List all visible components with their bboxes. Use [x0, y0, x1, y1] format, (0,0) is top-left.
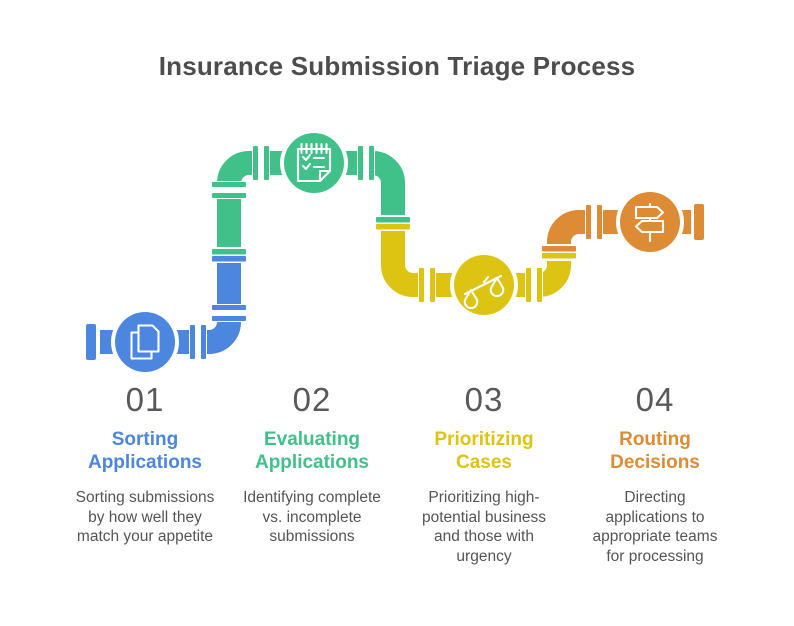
pipe-coupling-green-yellow: [376, 217, 410, 230]
step-number: 04: [635, 381, 675, 418]
step-description: Prioritizing high- potential business an…: [421, 489, 547, 565]
step-column-sorting: 01 Sorting Applications Sorting submissi…: [57, 383, 233, 547]
documents-icon: [130, 324, 160, 360]
pipe-coupling-green-blue: [212, 249, 246, 262]
pipe-joint: [252, 146, 270, 180]
step-number: 01: [125, 381, 165, 418]
step-number: 02: [292, 381, 332, 418]
step-number: 03: [464, 381, 504, 418]
pipe-flange-end: [694, 204, 704, 240]
pipe-joint: [357, 146, 375, 180]
page-title: Insurance Submission Triage Process: [158, 51, 636, 81]
scales-icon: [463, 274, 505, 310]
step-title: Evaluating Applications: [254, 429, 369, 473]
step-title: Prioritizing Cases: [434, 429, 534, 473]
pipe-joint: [525, 268, 543, 302]
step-column-evaluating: 02 Evaluating Applications Identifying c…: [224, 383, 400, 547]
pipe-joint: [189, 325, 207, 359]
pipe-joint: [212, 304, 246, 322]
step-column-routing: 04 Routing Decisions Directing applicati…: [567, 383, 743, 566]
pipe-flange-start: [86, 324, 96, 360]
pipe-joint: [212, 181, 246, 199]
step-description: Identifying complete vs. incomplete subm…: [243, 489, 381, 545]
pipe-joint: [585, 205, 603, 239]
checklist-icon: [296, 142, 332, 183]
signpost-icon: [634, 202, 665, 243]
pipe-coupling-orange-yellow: [542, 246, 576, 259]
step-description: Directing applications to appropriate te…: [592, 489, 718, 565]
pipe-joint: [418, 268, 436, 302]
step-description: Sorting submissions by how well they mat…: [75, 489, 215, 545]
pipe-segment-blue: [100, 263, 241, 354]
step-column-prioritizing: 03 Prioritizing Cases Prioritizing high-…: [396, 383, 572, 566]
step-title: Routing Decisions: [610, 429, 700, 473]
pipe-segment-orange: [547, 210, 691, 244]
step-title: Sorting Applications: [87, 429, 202, 473]
